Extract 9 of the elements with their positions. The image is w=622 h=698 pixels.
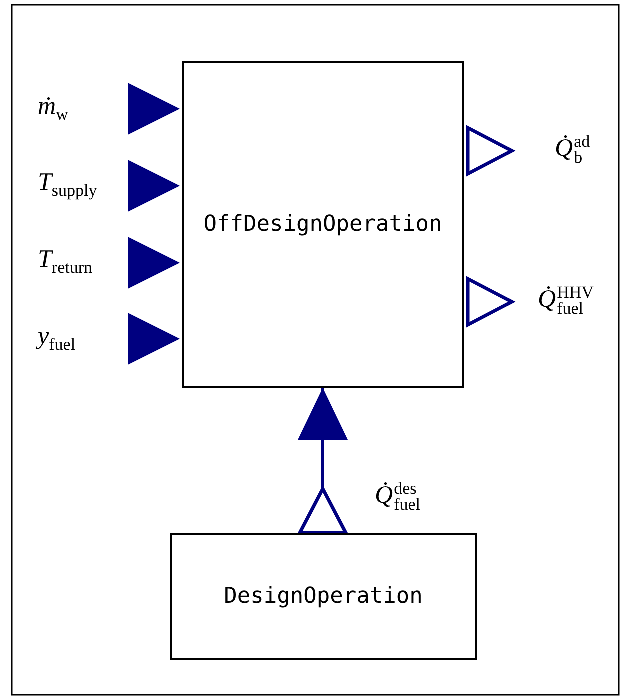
port-label: y$_{fuel}$: [38, 324, 76, 353]
connector-arrow: [298, 388, 348, 535]
block-name: OffDesignOperation: [204, 212, 442, 237]
block-box: [170, 533, 477, 660]
port-label: ṁ$_{w}$: [38, 94, 68, 123]
block-name: DesignOperation: [224, 584, 423, 609]
block-box: [182, 61, 464, 388]
port-label: T$_{supply}$: [38, 170, 98, 199]
port-label: T$_{return}$: [38, 247, 92, 276]
